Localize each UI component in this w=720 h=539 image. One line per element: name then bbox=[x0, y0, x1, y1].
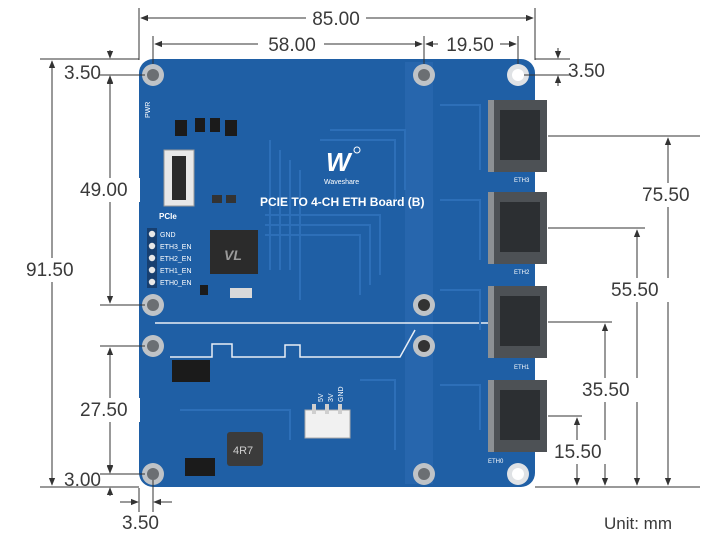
eth-jacks: ETH3 ETH2 ETH1 ETH0 bbox=[488, 100, 547, 465]
label-eth2: 55.50 bbox=[611, 280, 659, 301]
ethernet-controller-chip: VL bbox=[200, 230, 258, 298]
inductor: 4R7 bbox=[227, 432, 263, 466]
unit-label: Unit: mm bbox=[604, 514, 672, 533]
label-lower-block: 27.50 bbox=[80, 400, 128, 421]
pin-gnd-label: GND bbox=[160, 232, 176, 239]
eth3-jack: ETH3 bbox=[488, 100, 547, 184]
hole-mid-left bbox=[142, 294, 164, 316]
eth1-label: ETH1 bbox=[514, 365, 530, 371]
label-height-total: 91.50 bbox=[26, 260, 74, 281]
label-upper-block: 49.00 bbox=[80, 180, 128, 201]
eth1-jack: ETH1 bbox=[488, 286, 547, 371]
hole-bottom-left bbox=[142, 463, 164, 485]
fan-pin-5v: 5V bbox=[318, 393, 325, 402]
board-title: PCIE TO 4-CH ETH Board (B) bbox=[260, 195, 424, 209]
fan-pin-gnd: GND bbox=[338, 386, 345, 402]
fan-pin-3v: 3V bbox=[328, 393, 335, 402]
pcie-fpc-connector: PCIe bbox=[159, 149, 236, 221]
step-trace bbox=[170, 329, 416, 358]
eth2-label: ETH2 bbox=[514, 270, 530, 276]
waveshare-logo: W Waveshare bbox=[324, 146, 361, 186]
logo-mark: W bbox=[326, 147, 353, 177]
chip-marking: VL bbox=[224, 247, 242, 263]
label-eth3: 75.50 bbox=[642, 185, 690, 206]
hole-mid-center bbox=[413, 294, 435, 316]
hole-top-right bbox=[507, 64, 529, 86]
inductor-marking: 4R7 bbox=[233, 445, 253, 457]
hole-top-mid bbox=[413, 64, 435, 86]
pcb-body bbox=[139, 59, 535, 487]
label-width-total: 85.00 bbox=[312, 9, 360, 30]
eth3-label: ETH3 bbox=[514, 178, 530, 184]
hole-bottom-mid bbox=[413, 463, 435, 485]
eth0-jack: ETH0 bbox=[488, 380, 547, 465]
pcie-label: PCIe bbox=[159, 212, 177, 221]
fan-connector: 5V 3V GND bbox=[304, 386, 351, 439]
label-eth0: 15.50 bbox=[554, 442, 602, 463]
hole-low-left bbox=[142, 335, 164, 357]
pcb-slot-band bbox=[405, 62, 433, 484]
brand-label: Waveshare bbox=[324, 179, 359, 186]
eth0-label: ETH0 bbox=[488, 459, 504, 465]
bottom-caps bbox=[185, 458, 215, 476]
label-eth1: 35.50 bbox=[582, 380, 630, 401]
small-ic bbox=[172, 360, 210, 382]
pwr-led-area: PWR bbox=[145, 102, 237, 136]
dimension-labels: 85.00 58.00 19.50 3.50 3.50 49.00 91.50 … bbox=[26, 9, 690, 534]
enable-pin-header: GND ETH3_EN ETH2_EN ETH1_EN ETH0_EN bbox=[147, 228, 192, 288]
label-left-top-offset: 3.50 bbox=[64, 63, 101, 84]
label-bottom-offset: 3.00 bbox=[64, 470, 101, 491]
label-left-bottom-offset: 3.50 bbox=[122, 513, 159, 534]
hole-bottom-right bbox=[507, 463, 529, 485]
mounting-holes bbox=[142, 64, 529, 485]
pin-eth2-en-label: ETH2_EN bbox=[160, 256, 192, 263]
hole-top-left bbox=[142, 64, 164, 86]
pcb-board: PWR PCIe W Waveshare PCIE TO 4-CH ETH Bo… bbox=[139, 59, 547, 487]
pin-eth3-en-label: ETH3_EN bbox=[160, 244, 192, 251]
eth2-jack: ETH2 bbox=[488, 192, 547, 276]
pin-eth1-en-label: ETH1_EN bbox=[160, 268, 192, 275]
traces bbox=[180, 104, 481, 450]
label-right-top-offset: 3.50 bbox=[568, 61, 605, 82]
label-right-offset: 19.50 bbox=[446, 35, 494, 56]
label-hole-span: 58.00 bbox=[268, 35, 316, 56]
hole-low-center bbox=[413, 335, 435, 357]
pwr-label: PWR bbox=[145, 102, 152, 118]
pin-eth0-en-label: ETH0_EN bbox=[160, 280, 192, 287]
